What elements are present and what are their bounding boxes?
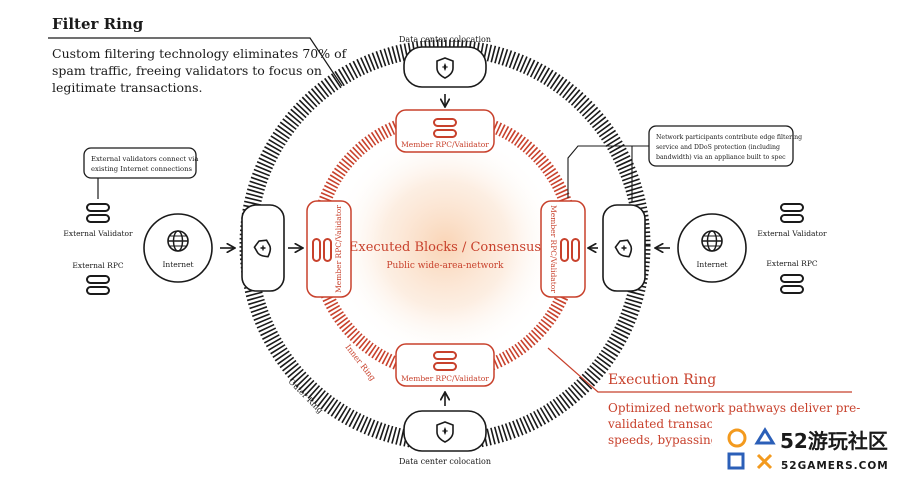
member-node-bottom-label: Member RPC/Validator: [401, 374, 489, 383]
server-icon: [86, 203, 110, 223]
left-external-rpc-label: External RPC: [72, 261, 124, 270]
right-external-validator-label: External Validator: [757, 229, 827, 238]
left-note-box: [83, 147, 197, 179]
watermark-cross-icon: [756, 453, 773, 470]
filter-ring-desc-1: Custom filtering technology eliminates 7…: [52, 46, 348, 61]
watermark-triangle-icon: [754, 427, 776, 445]
left-note-line-1: External validators connect via: [91, 155, 198, 163]
watermark-backdrop: [712, 415, 900, 483]
member-node-bottom[interactable]: [395, 343, 495, 387]
server-icon: [780, 203, 804, 223]
execution-ring-title: Execution Ring: [608, 372, 716, 388]
member-node-left[interactable]: [306, 200, 352, 298]
right-note-line-3: bandwidth) via an appliance built to spe…: [656, 154, 786, 161]
right-external-rpc-label: External RPC: [766, 259, 818, 268]
watermark-brand: 52游玩社区: [780, 429, 888, 453]
internet-right-label: Internet: [696, 260, 727, 269]
watermark-circle-icon: [727, 428, 747, 448]
data-center-bottom-label: Data center colocation: [399, 457, 491, 466]
filter-ring-leader: [48, 37, 343, 87]
internet-left[interactable]: [143, 213, 213, 283]
internet-left-label: Internet: [162, 260, 193, 269]
internet-right[interactable]: [677, 213, 747, 283]
execution-ring-desc-1: Optimized network pathways deliver pre-: [608, 401, 860, 415]
left-note-line-2: existing Internet connections: [91, 165, 193, 173]
right-note-connector-member: [567, 145, 649, 198]
filter-ring-desc-3: legitimate transactions.: [52, 80, 202, 95]
execution-ring-leader: [547, 347, 852, 393]
filter-ring-title: Filter Ring: [52, 15, 144, 33]
watermark-url: 52GAMERS.COM: [781, 460, 889, 472]
member-node-right[interactable]: [540, 200, 586, 298]
center-title: Executed Blocks / Consensus: [349, 240, 541, 255]
data-center-top-label: Data center colocation: [399, 35, 491, 44]
execution-ring-desc-3: speeds, bypassing p: [608, 433, 730, 447]
member-node-right-label: Member RPC/Validator: [549, 205, 558, 293]
server-icon: [780, 274, 804, 294]
member-node-top-label: Member RPC/Validator: [401, 140, 489, 149]
left-external-validator-label: External Validator: [63, 229, 133, 238]
member-node-left-label: Member RPC/Validator: [334, 205, 343, 293]
center-subtitle: Public wide-area-network: [387, 261, 505, 271]
watermark: 52游玩社区 52GAMERS.COM: [712, 415, 900, 483]
watermark-square-icon: [727, 452, 745, 470]
filter-ring-desc-2: spam traffic, freeing validators to focu…: [52, 63, 322, 78]
server-icon: [86, 275, 110, 295]
center-glow: [330, 130, 560, 360]
inner-ring-label: Inner Ring: [343, 343, 377, 383]
execution-ring-desc-2: validated transactions: [607, 417, 743, 431]
right-note-line-1: Network participants contribute edge fil…: [656, 134, 802, 141]
right-note-line-2: service and DDoS protection (including: [656, 144, 780, 151]
